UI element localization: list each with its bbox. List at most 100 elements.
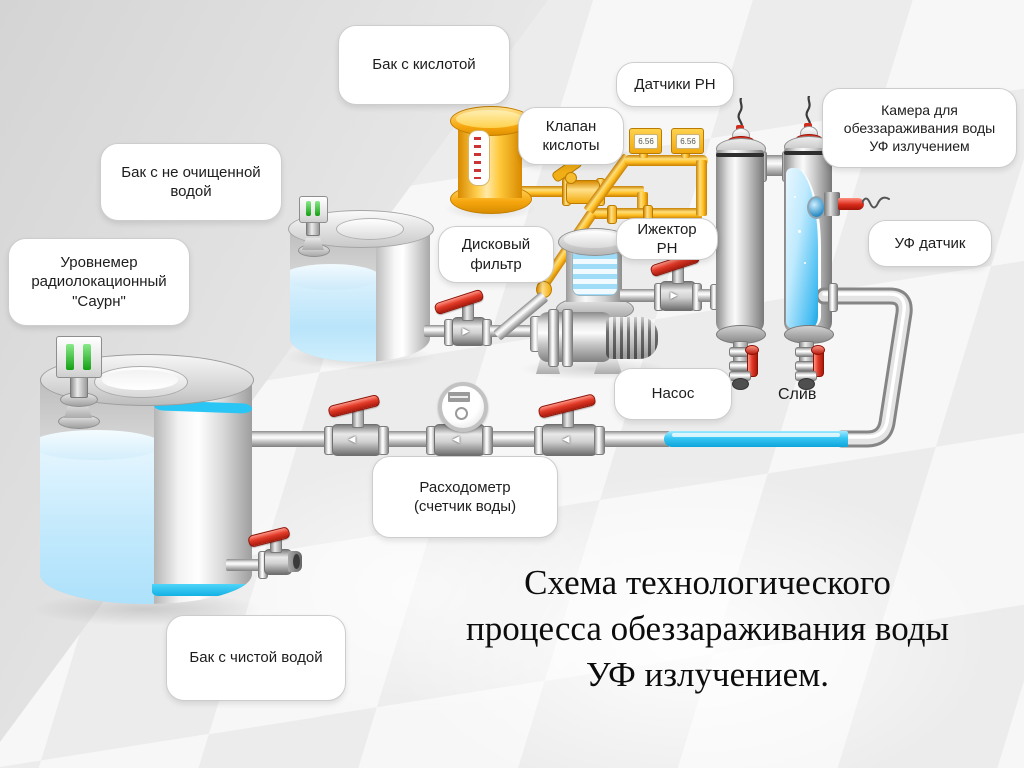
- label-text: Датчики РН: [634, 75, 716, 93]
- ph-reading-1: 6.56: [634, 134, 658, 149]
- label-ph-injector: Ижектор РН: [616, 218, 718, 260]
- label-level-meter: Уровнемер радиолокационный "Саурн": [8, 238, 190, 326]
- flow-arrow-icon: ►: [460, 324, 472, 338]
- return-valve-2: [542, 424, 597, 456]
- acid-pipe-drop: [696, 160, 707, 216]
- title-line-1: Схема технологического: [524, 563, 891, 602]
- label-raw-water-tank: Бак с не очищенной водой: [100, 143, 282, 221]
- chamber-band: [784, 151, 832, 155]
- flange: [828, 283, 838, 312]
- acid-pipe-stub: [637, 192, 648, 210]
- meter-display: [448, 392, 470, 402]
- pipe: [620, 289, 660, 302]
- raw-tank-hatch: [336, 218, 404, 240]
- label-text: УФ датчик: [894, 234, 966, 252]
- acid-level-gauge: [468, 130, 490, 186]
- label-text: Дисковый фильтр: [461, 236, 531, 273]
- sensor-cone: [302, 238, 324, 250]
- chamber-connect-pipe: [763, 155, 785, 176]
- bubble: [804, 262, 806, 264]
- pipe-highlight: [672, 433, 840, 437]
- probe-wire-icon: [862, 196, 890, 209]
- label-text: Бак с кислотой: [372, 56, 476, 74]
- pipe: [424, 325, 448, 337]
- flow-arrow-icon: ◄: [450, 432, 462, 446]
- label-clean-water-tank: Бак с чистой водой: [166, 615, 346, 701]
- water-fill: [290, 276, 376, 362]
- drain-opening: [293, 554, 300, 569]
- drain-outlet: [732, 378, 749, 390]
- level-sensor-saurn: [56, 336, 102, 378]
- label-text: Камера для обеззараживания воды УФ излуч…: [843, 101, 996, 155]
- raw-outlet-valve: [452, 317, 486, 346]
- cyan-trim-bottom: [152, 584, 252, 596]
- label-text: Бак с чистой водой: [189, 649, 323, 667]
- led-bar-icon: [83, 344, 91, 370]
- level-sensor-raw-tank: [299, 196, 328, 223]
- flange: [482, 426, 493, 455]
- slide-title: Схема технологического процесса обеззара…: [395, 560, 1020, 699]
- flange: [378, 426, 389, 455]
- tank-wall: [376, 228, 430, 362]
- meter-display-line: [450, 396, 468, 398]
- led-bar-icon: [306, 201, 311, 216]
- water-fill: [40, 444, 154, 604]
- acid-pipe-collar: [607, 205, 617, 224]
- pump-motor-shade: [606, 317, 658, 359]
- label-text: Бак с не очищенной водой: [121, 163, 261, 201]
- led-bar-icon: [66, 344, 74, 370]
- label-text: Клапан кислоты: [542, 117, 600, 155]
- water-surface: [40, 430, 162, 460]
- uv-probe: [838, 198, 864, 210]
- acid-tank-top-face: [456, 110, 524, 128]
- flow-arrow-icon: ◄: [560, 432, 572, 446]
- chamber-body: [716, 150, 764, 334]
- ph-reading-2: 6.56: [676, 134, 700, 149]
- flow-arrow-icon: ◄: [346, 432, 358, 446]
- acid-valve-knob: [565, 172, 577, 184]
- gauge-ticks: [474, 137, 481, 179]
- ph-sensor-display-1: 6.56: [629, 128, 662, 154]
- pump-ring: [562, 309, 573, 367]
- label-acid-valve: Клапан кислоты: [518, 107, 624, 165]
- filter-lid-face: [564, 231, 624, 248]
- title-line-3: УФ излучением.: [585, 655, 830, 695]
- chamber-band: [716, 153, 764, 157]
- flow-meter-gauge: [438, 382, 488, 432]
- water-filled-pipe: [664, 431, 848, 447]
- clean-tank-body: [40, 378, 252, 604]
- label-text: Насос: [651, 385, 695, 403]
- label-disc-filter: Дисковый фильтр: [438, 226, 554, 283]
- sensor-boss: [824, 192, 840, 216]
- led-bar-icon: [315, 201, 320, 216]
- label-text: Расходометр (счетчик воды): [413, 478, 517, 516]
- label-text: Уровнемер радиолокационный "Саурн": [31, 253, 167, 310]
- sensor-stem: [70, 376, 88, 398]
- label-acid-tank: Бак с кислотой: [338, 25, 510, 105]
- label-pump: Насос: [614, 368, 732, 420]
- lamp-wire-icon: [805, 96, 811, 128]
- drain-handle-knob: [811, 345, 825, 355]
- drain-outlet: [798, 378, 815, 390]
- hatch-face: [102, 370, 178, 390]
- label-text: Ижектор РН: [637, 220, 697, 258]
- flange: [594, 426, 605, 455]
- label-drain: Слив: [778, 386, 817, 403]
- label-ph-sensors: Датчики РН: [616, 62, 734, 107]
- label-uv-sensor: УФ датчик: [868, 220, 992, 267]
- bubble: [798, 230, 801, 233]
- meter-dial: [455, 407, 468, 420]
- pump-ring: [548, 309, 559, 367]
- ph-sensor-display-2: 6.56: [671, 128, 704, 154]
- lamp-wire-icon: [737, 98, 743, 130]
- title-line-2: процесса обеззараживания воды: [465, 609, 950, 649]
- drain-handle-knob: [745, 345, 759, 355]
- bubble: [794, 196, 796, 198]
- flow-arrow-icon: ►: [668, 288, 680, 302]
- label-uv-chamber: Камера для обеззараживания воды УФ излуч…: [822, 88, 1017, 168]
- pump-foot: [594, 358, 622, 374]
- label-flow-meter: Расходометр (счетчик воды): [372, 456, 558, 538]
- outlet-elbow-pipe: [818, 287, 913, 448]
- ph-sensor-rail: [624, 155, 708, 166]
